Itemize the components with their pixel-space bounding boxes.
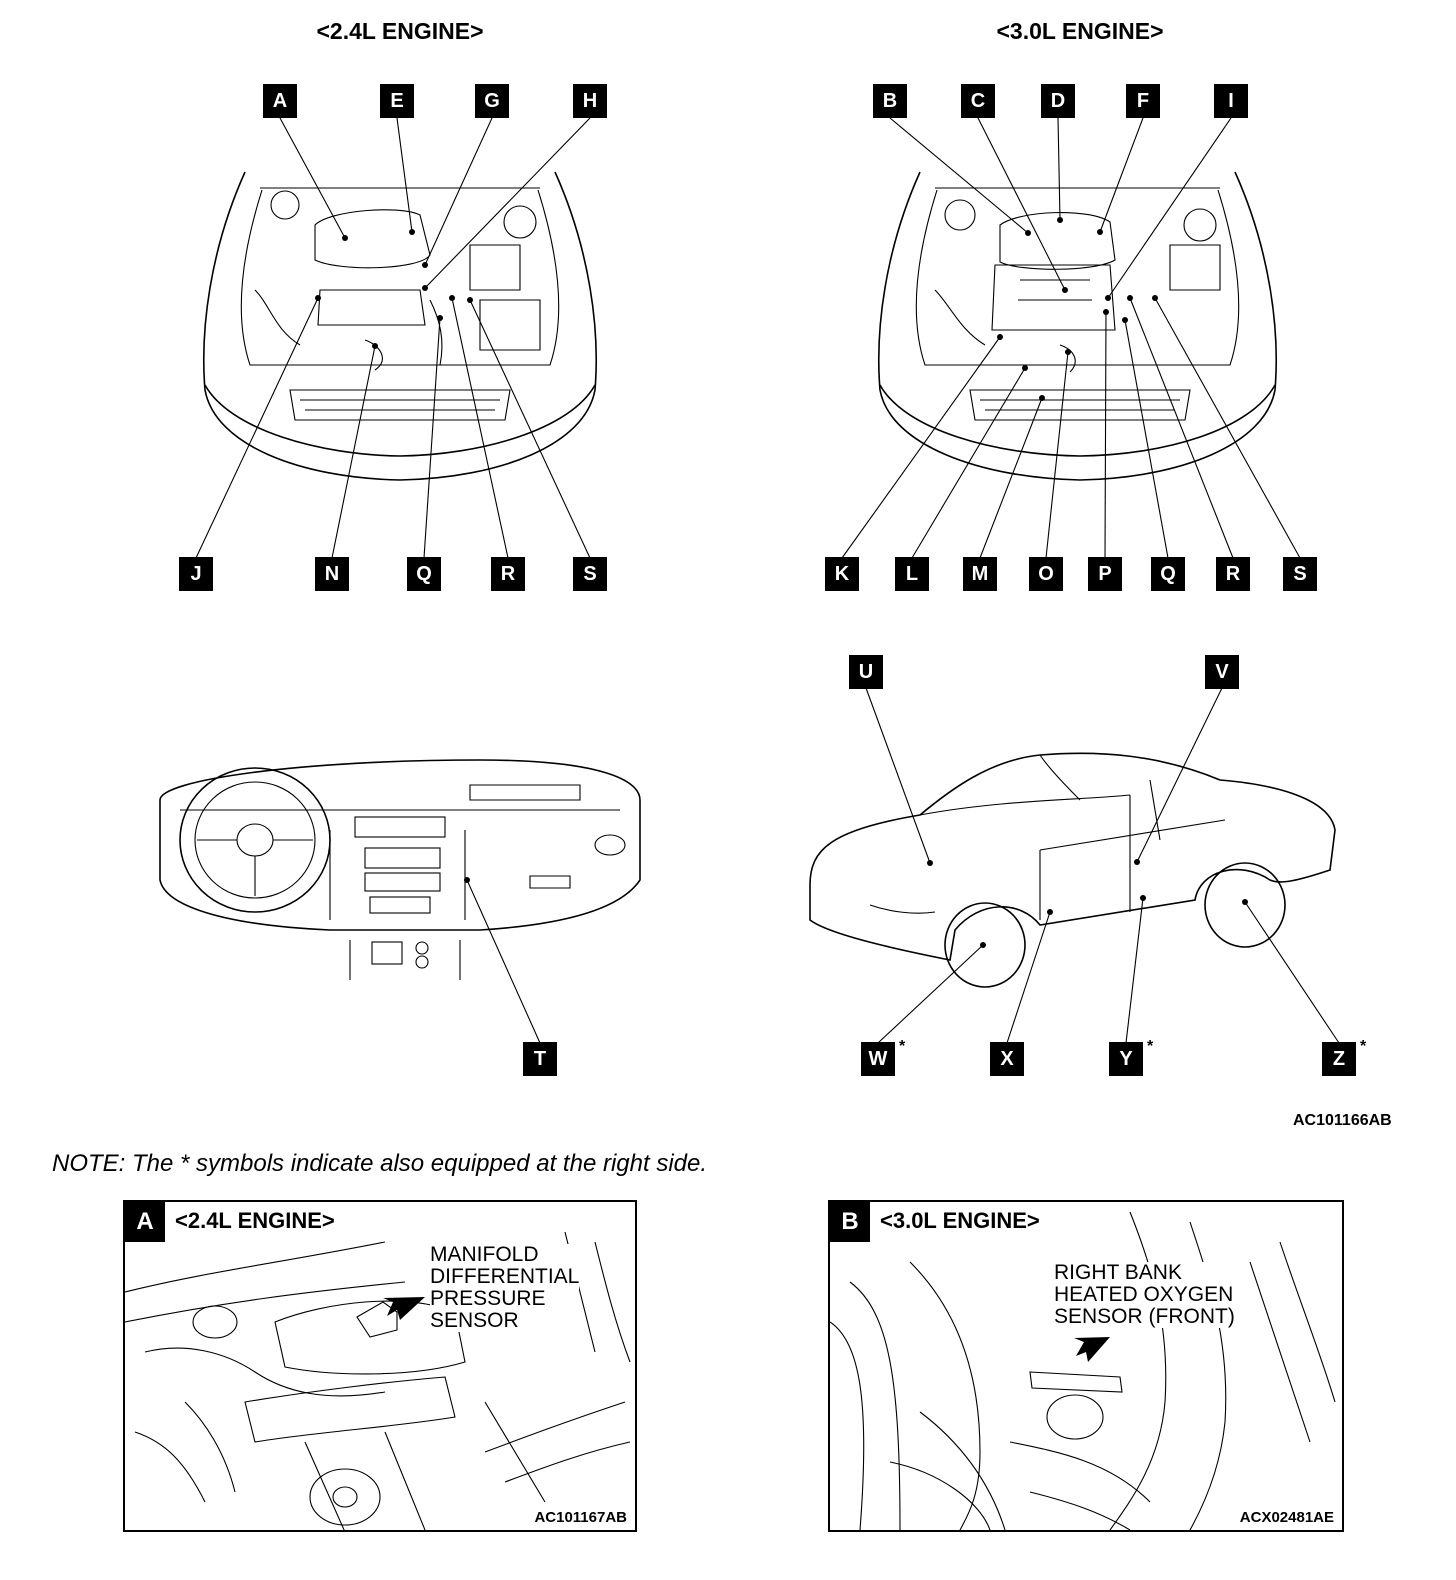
- label-r-2-4l: R: [491, 557, 525, 591]
- inset-b-engine-drawing: [830, 1211, 1336, 1530]
- inset-a-callout: MANIFOLD DIFFERENTIAL PRESSURE SENSOR: [430, 1243, 580, 1332]
- inset-a-engine-drawing: [125, 1231, 631, 1530]
- label-h: H: [573, 84, 607, 118]
- heading-3-0l-engine: <3.0L ENGINE>: [996, 18, 1164, 44]
- label-a: A: [263, 84, 297, 118]
- asterisk-w: *: [899, 1038, 906, 1055]
- label-l: L: [895, 557, 929, 591]
- inset-a: A <2.4L ENGINE> MANIFOLD DIFFERENTIAL PR…: [123, 1200, 637, 1532]
- leader-lines: [195, 117, 1340, 1044]
- inset-a-tag: A: [125, 1202, 165, 1242]
- label-y: Y: [1109, 1042, 1143, 1076]
- inset-a-title: <2.4L ENGINE>: [173, 1208, 337, 1234]
- car-drawing: [809, 752, 1336, 988]
- inset-b-callout: RIGHT BANK HEATED OXYGEN SENSOR (FRONT): [1054, 1262, 1235, 1328]
- callout-a-line-1: MANIFOLD: [430, 1243, 539, 1266]
- label-f: F: [1126, 84, 1160, 118]
- label-r-3-0l: R: [1216, 557, 1250, 591]
- dashboard-drawing: [159, 759, 641, 980]
- callout-b-line-3: SENSOR (FRONT): [1054, 1305, 1235, 1328]
- label-v: V: [1205, 655, 1239, 689]
- heading-2-4l-engine: <2.4L ENGINE>: [316, 18, 484, 44]
- label-e: E: [380, 84, 414, 118]
- label-g: G: [475, 84, 509, 118]
- label-q-3-0l: Q: [1151, 557, 1185, 591]
- label-w: W: [861, 1042, 895, 1076]
- label-j: J: [179, 557, 213, 591]
- label-k: K: [825, 557, 859, 591]
- inset-b-tag: B: [830, 1202, 870, 1242]
- label-d: D: [1041, 84, 1075, 118]
- asterisk-y: *: [1147, 1038, 1154, 1055]
- callout-b-line-2: HEATED OXYGEN: [1054, 1283, 1234, 1306]
- label-i: I: [1214, 84, 1248, 118]
- note-text: NOTE: The * symbols indicate also equipp…: [52, 1150, 708, 1177]
- label-z: Z: [1322, 1042, 1356, 1076]
- figure-code: AC101166AB: [1293, 1112, 1392, 1129]
- callout-b-line-1: RIGHT BANK: [1054, 1261, 1182, 1284]
- asterisk-z: *: [1360, 1038, 1367, 1055]
- inset-b-title: <3.0L ENGINE>: [878, 1208, 1042, 1234]
- inset-a-code: AC101167AB: [532, 1509, 629, 1526]
- callout-a-line-2: DIFFERENTIAL: [430, 1265, 580, 1288]
- label-p: P: [1088, 557, 1122, 591]
- label-b: B: [873, 84, 907, 118]
- label-s-2-4l: S: [573, 557, 607, 591]
- label-n: N: [315, 557, 349, 591]
- leader-dots: [315, 217, 1248, 948]
- label-c: C: [961, 84, 995, 118]
- label-m: M: [963, 557, 997, 591]
- callout-a-line-3: PRESSURE: [430, 1287, 546, 1310]
- inset-b-code: ACX02481AE: [1237, 1509, 1336, 1526]
- label-x: X: [990, 1042, 1024, 1076]
- label-o: O: [1029, 557, 1063, 591]
- engine-bay-3-0l: [878, 171, 1277, 481]
- label-q-2-4l: Q: [407, 557, 441, 591]
- callout-a-line-4: SENSOR: [430, 1309, 519, 1332]
- inset-b: B <3.0L ENGINE> RIGHT BANK HEATED OXYGEN…: [828, 1200, 1344, 1532]
- label-u: U: [849, 655, 883, 689]
- label-s-3-0l: S: [1283, 557, 1317, 591]
- label-t: T: [523, 1042, 557, 1076]
- engine-bay-2-4l: [203, 171, 597, 481]
